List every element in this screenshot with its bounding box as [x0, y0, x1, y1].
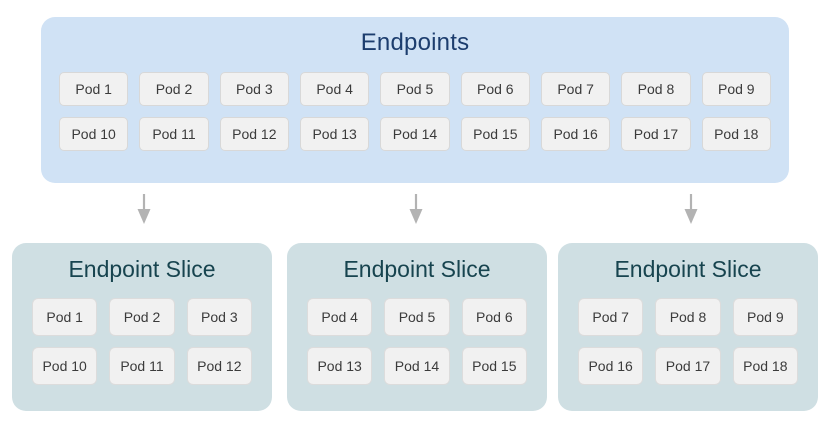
- pod-box[interactable]: Pod 11: [139, 117, 209, 151]
- endpoint-slice-panel-3: Endpoint Slice Pod 7 Pod 8 Pod 9 Pod 16 …: [558, 243, 818, 411]
- endpoint-slice-title: Endpoint Slice: [343, 256, 491, 282]
- endpoint-slice-title: Endpoint Slice: [614, 256, 762, 282]
- pod-box[interactable]: Pod 18: [732, 347, 798, 385]
- pod-box[interactable]: Pod 14: [380, 117, 450, 151]
- endpoints-panel: Endpoints Pod 1 Pod 2 Pod 3 Pod 4 Pod 5 …: [41, 17, 789, 183]
- pod-box[interactable]: Pod 10: [59, 117, 129, 151]
- pod-box[interactable]: Pod 5: [384, 298, 450, 336]
- endpoint-slice-pod-row: Pod 10 Pod 11 Pod 12: [32, 347, 252, 385]
- pod-box[interactable]: Pod 6: [461, 298, 527, 336]
- pod-box[interactable]: Pod 4: [307, 298, 373, 336]
- pod-box[interactable]: Pod 10: [32, 347, 98, 385]
- endpoints-title: Endpoints: [360, 29, 470, 56]
- pod-box[interactable]: Pod 18: [701, 117, 771, 151]
- endpoint-slice-panel-2: Endpoint Slice Pod 4 Pod 5 Pod 6 Pod 13 …: [287, 243, 547, 411]
- arrow-down-icon: [135, 194, 153, 224]
- pod-box[interactable]: Pod 16: [578, 347, 644, 385]
- arrow-down-icon: [682, 194, 700, 224]
- endpoint-slice-pod-grid: Pod 1 Pod 2 Pod 3 Pod 10 Pod 11 Pod 12: [32, 298, 252, 385]
- endpoint-slice-pod-row: Pod 4 Pod 5 Pod 6: [307, 298, 527, 336]
- pod-box[interactable]: Pod 2: [109, 298, 175, 336]
- pod-box[interactable]: Pod 1: [59, 72, 129, 106]
- pod-box[interactable]: Pod 13: [299, 117, 370, 151]
- endpoint-slice-pod-grid: Pod 7 Pod 8 Pod 9 Pod 16 Pod 17 Pod 18: [578, 298, 798, 385]
- endpoint-slice-pod-grid: Pod 4 Pod 5 Pod 6 Pod 13 Pod 14 Pod 15: [307, 298, 527, 385]
- pod-box[interactable]: Pod 9: [732, 298, 798, 336]
- arrow-down-icon: [407, 194, 425, 224]
- pod-box[interactable]: Pod 12: [219, 117, 289, 151]
- pod-box[interactable]: Pod 1: [32, 298, 98, 336]
- pod-box[interactable]: Pod 15: [460, 117, 530, 151]
- endpoint-slice-panel-1: Endpoint Slice Pod 1 Pod 2 Pod 3 Pod 10 …: [12, 243, 272, 411]
- endpoint-slice-pod-row: Pod 13 Pod 14 Pod 15: [307, 347, 527, 385]
- pod-box[interactable]: Pod 5: [380, 72, 450, 106]
- pod-box[interactable]: Pod 6: [460, 72, 530, 106]
- pod-box[interactable]: Pod 3: [186, 298, 252, 336]
- pod-box[interactable]: Pod 9: [701, 72, 771, 106]
- pod-box[interactable]: Pod 8: [655, 298, 721, 336]
- endpoints-pod-row: Pod 10 Pod 11 Pod 12 Pod 13 Pod 14 Pod 1…: [59, 117, 771, 151]
- pod-box[interactable]: Pod 14: [384, 347, 450, 385]
- pod-box[interactable]: Pod 15: [461, 347, 527, 385]
- pod-box[interactable]: Pod 8: [621, 72, 691, 106]
- endpoint-slice-pod-row: Pod 16 Pod 17 Pod 18: [578, 347, 798, 385]
- pod-box[interactable]: Pod 17: [655, 347, 721, 385]
- pod-box[interactable]: Pod 16: [540, 117, 611, 151]
- pod-box[interactable]: Pod 4: [299, 72, 370, 106]
- endpoint-slice-pod-row: Pod 1 Pod 2 Pod 3: [32, 298, 252, 336]
- pod-box[interactable]: Pod 12: [186, 347, 252, 385]
- pod-box[interactable]: Pod 3: [219, 72, 289, 106]
- pod-box[interactable]: Pod 7: [540, 72, 611, 106]
- pod-box[interactable]: Pod 7: [578, 298, 644, 336]
- endpoints-pod-grid: Pod 1 Pod 2 Pod 3 Pod 4 Pod 5 Pod 6 Pod …: [59, 72, 771, 151]
- endpoint-slice-title: Endpoint Slice: [68, 256, 216, 282]
- pod-box[interactable]: Pod 13: [307, 347, 373, 385]
- pod-box[interactable]: Pod 17: [621, 117, 691, 151]
- endpoints-pod-row: Pod 1 Pod 2 Pod 3 Pod 4 Pod 5 Pod 6 Pod …: [59, 72, 771, 106]
- pod-box[interactable]: Pod 2: [139, 72, 209, 106]
- endpoint-slice-pod-row: Pod 7 Pod 8 Pod 9: [578, 298, 798, 336]
- pod-box[interactable]: Pod 11: [109, 347, 175, 385]
